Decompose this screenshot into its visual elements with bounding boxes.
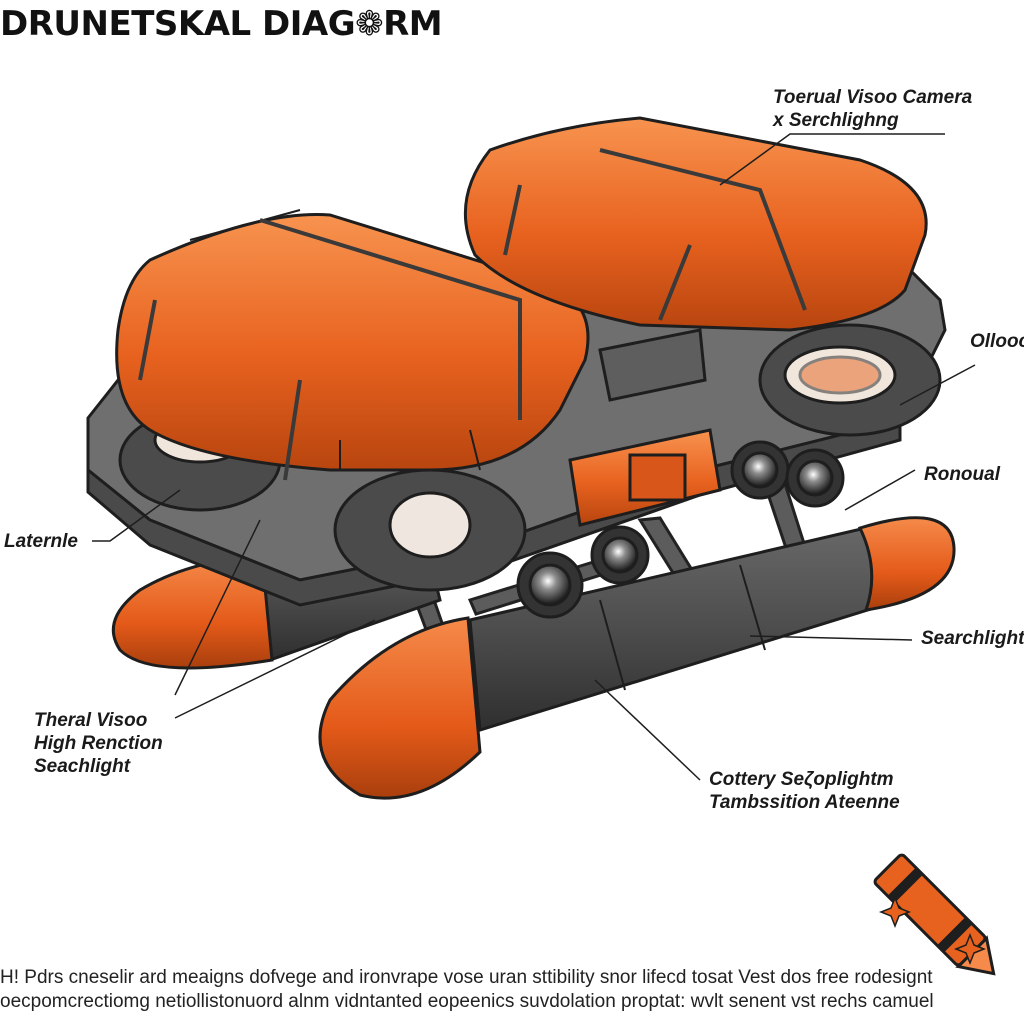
footer-caption: H! Pdrs cneselir ard meaigns dofvege and… <box>0 967 934 1012</box>
camera-cluster <box>516 440 845 619</box>
label-ronoual: Ronoual <box>924 464 1000 485</box>
sparkle-icon <box>878 895 987 966</box>
leader-lines <box>92 133 976 781</box>
label-thermal: Theral Visoo High Renction Seachlight <box>34 710 163 777</box>
battery-module <box>568 428 722 527</box>
label-cottery: Cottery Seζoplightm Tambssition Ateenne <box>709 769 900 813</box>
label-camera: Toerual Visoo Camera x Serchlighng <box>773 87 973 131</box>
right-pontoon <box>318 516 956 800</box>
label-ollooc: Ollooс <box>970 331 1024 352</box>
label-laternle: Laternle <box>4 531 78 552</box>
right-flotation-tank <box>463 116 928 332</box>
label-searchlight: Searchlight <box>921 628 1024 649</box>
left-flotation-tank <box>115 209 590 481</box>
diagram-title: DRUNETSKAL DIAG❁RM <box>0 4 443 44</box>
